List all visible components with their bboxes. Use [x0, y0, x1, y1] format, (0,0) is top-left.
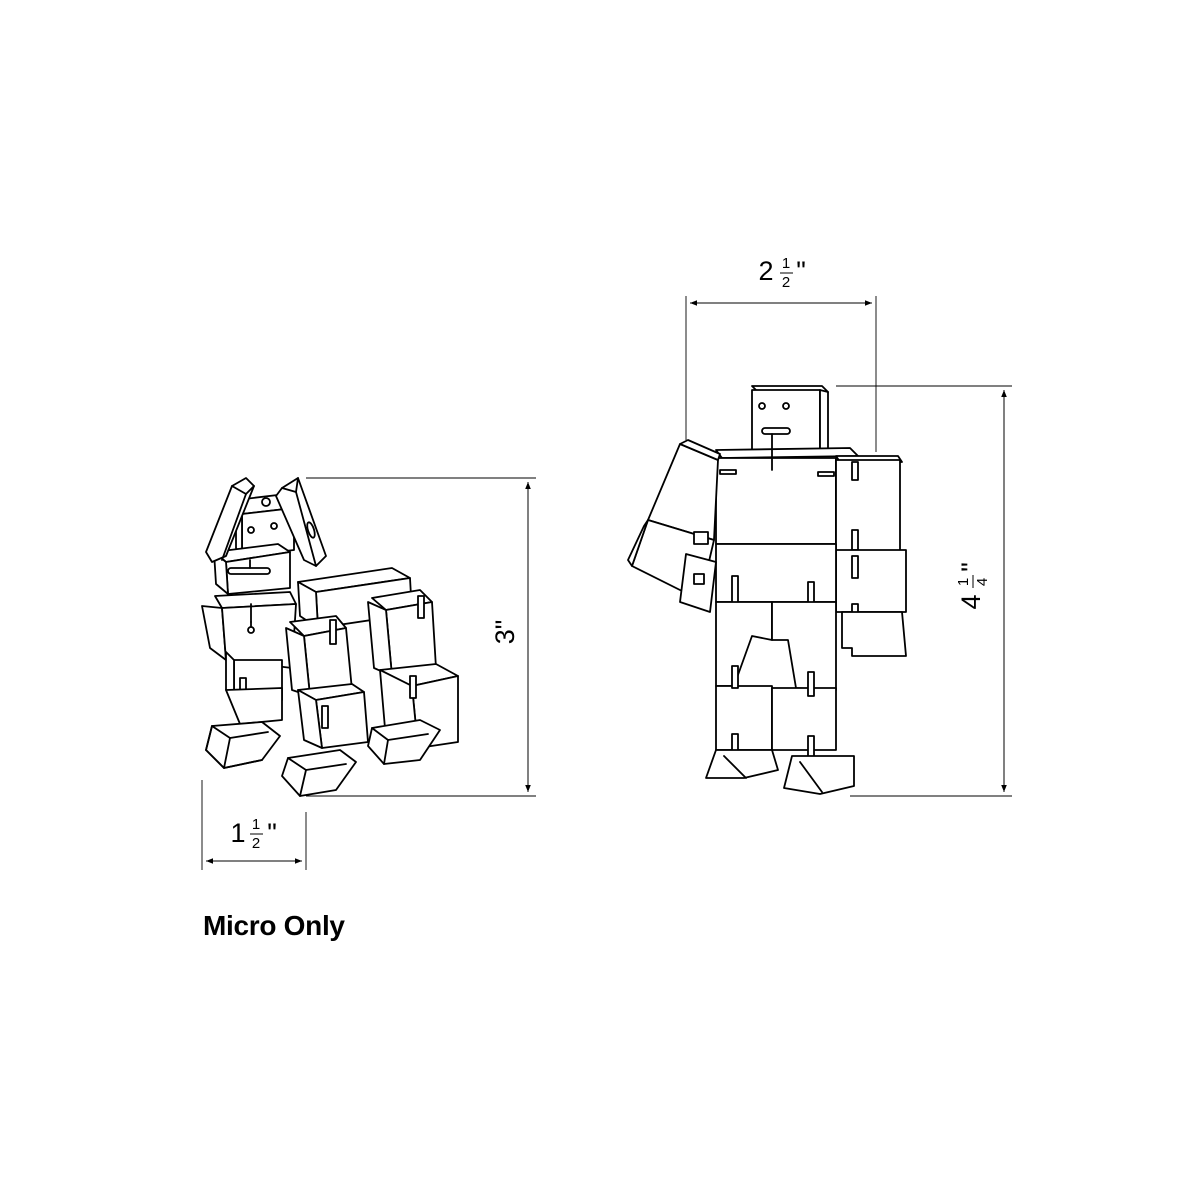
dog-height-dimension: 3"	[306, 477, 536, 797]
robot-height-frac-den: 4	[974, 578, 991, 586]
dog-width-inch-mark: "	[267, 818, 277, 848]
robot-height-whole: 4	[956, 594, 986, 609]
dog-width-frac-num: 1	[252, 816, 260, 833]
robot-figure	[627, 385, 907, 795]
robot-width-whole: 2	[758, 256, 773, 286]
robot-height-inch-mark: "	[956, 562, 986, 572]
robot-width-dimension: 2 1 2 "	[685, 255, 877, 452]
caption-micro-only: Micro Only	[203, 910, 345, 941]
dog-figure	[201, 477, 459, 797]
robot-height-frac-num: 1	[955, 578, 972, 586]
dog-width-frac-den: 2	[252, 835, 260, 852]
dog-height-label: 3"	[490, 620, 520, 645]
dog-width-dimension: 1 1 2 "	[201, 780, 307, 870]
dog-width-whole: 1	[230, 818, 245, 848]
robot-width-frac-den: 2	[782, 274, 790, 291]
robot-width-inch-mark: "	[796, 256, 806, 286]
robot-width-frac-num: 1	[782, 255, 790, 272]
robot-height-dimension: 4 1 4 "	[836, 385, 1012, 797]
